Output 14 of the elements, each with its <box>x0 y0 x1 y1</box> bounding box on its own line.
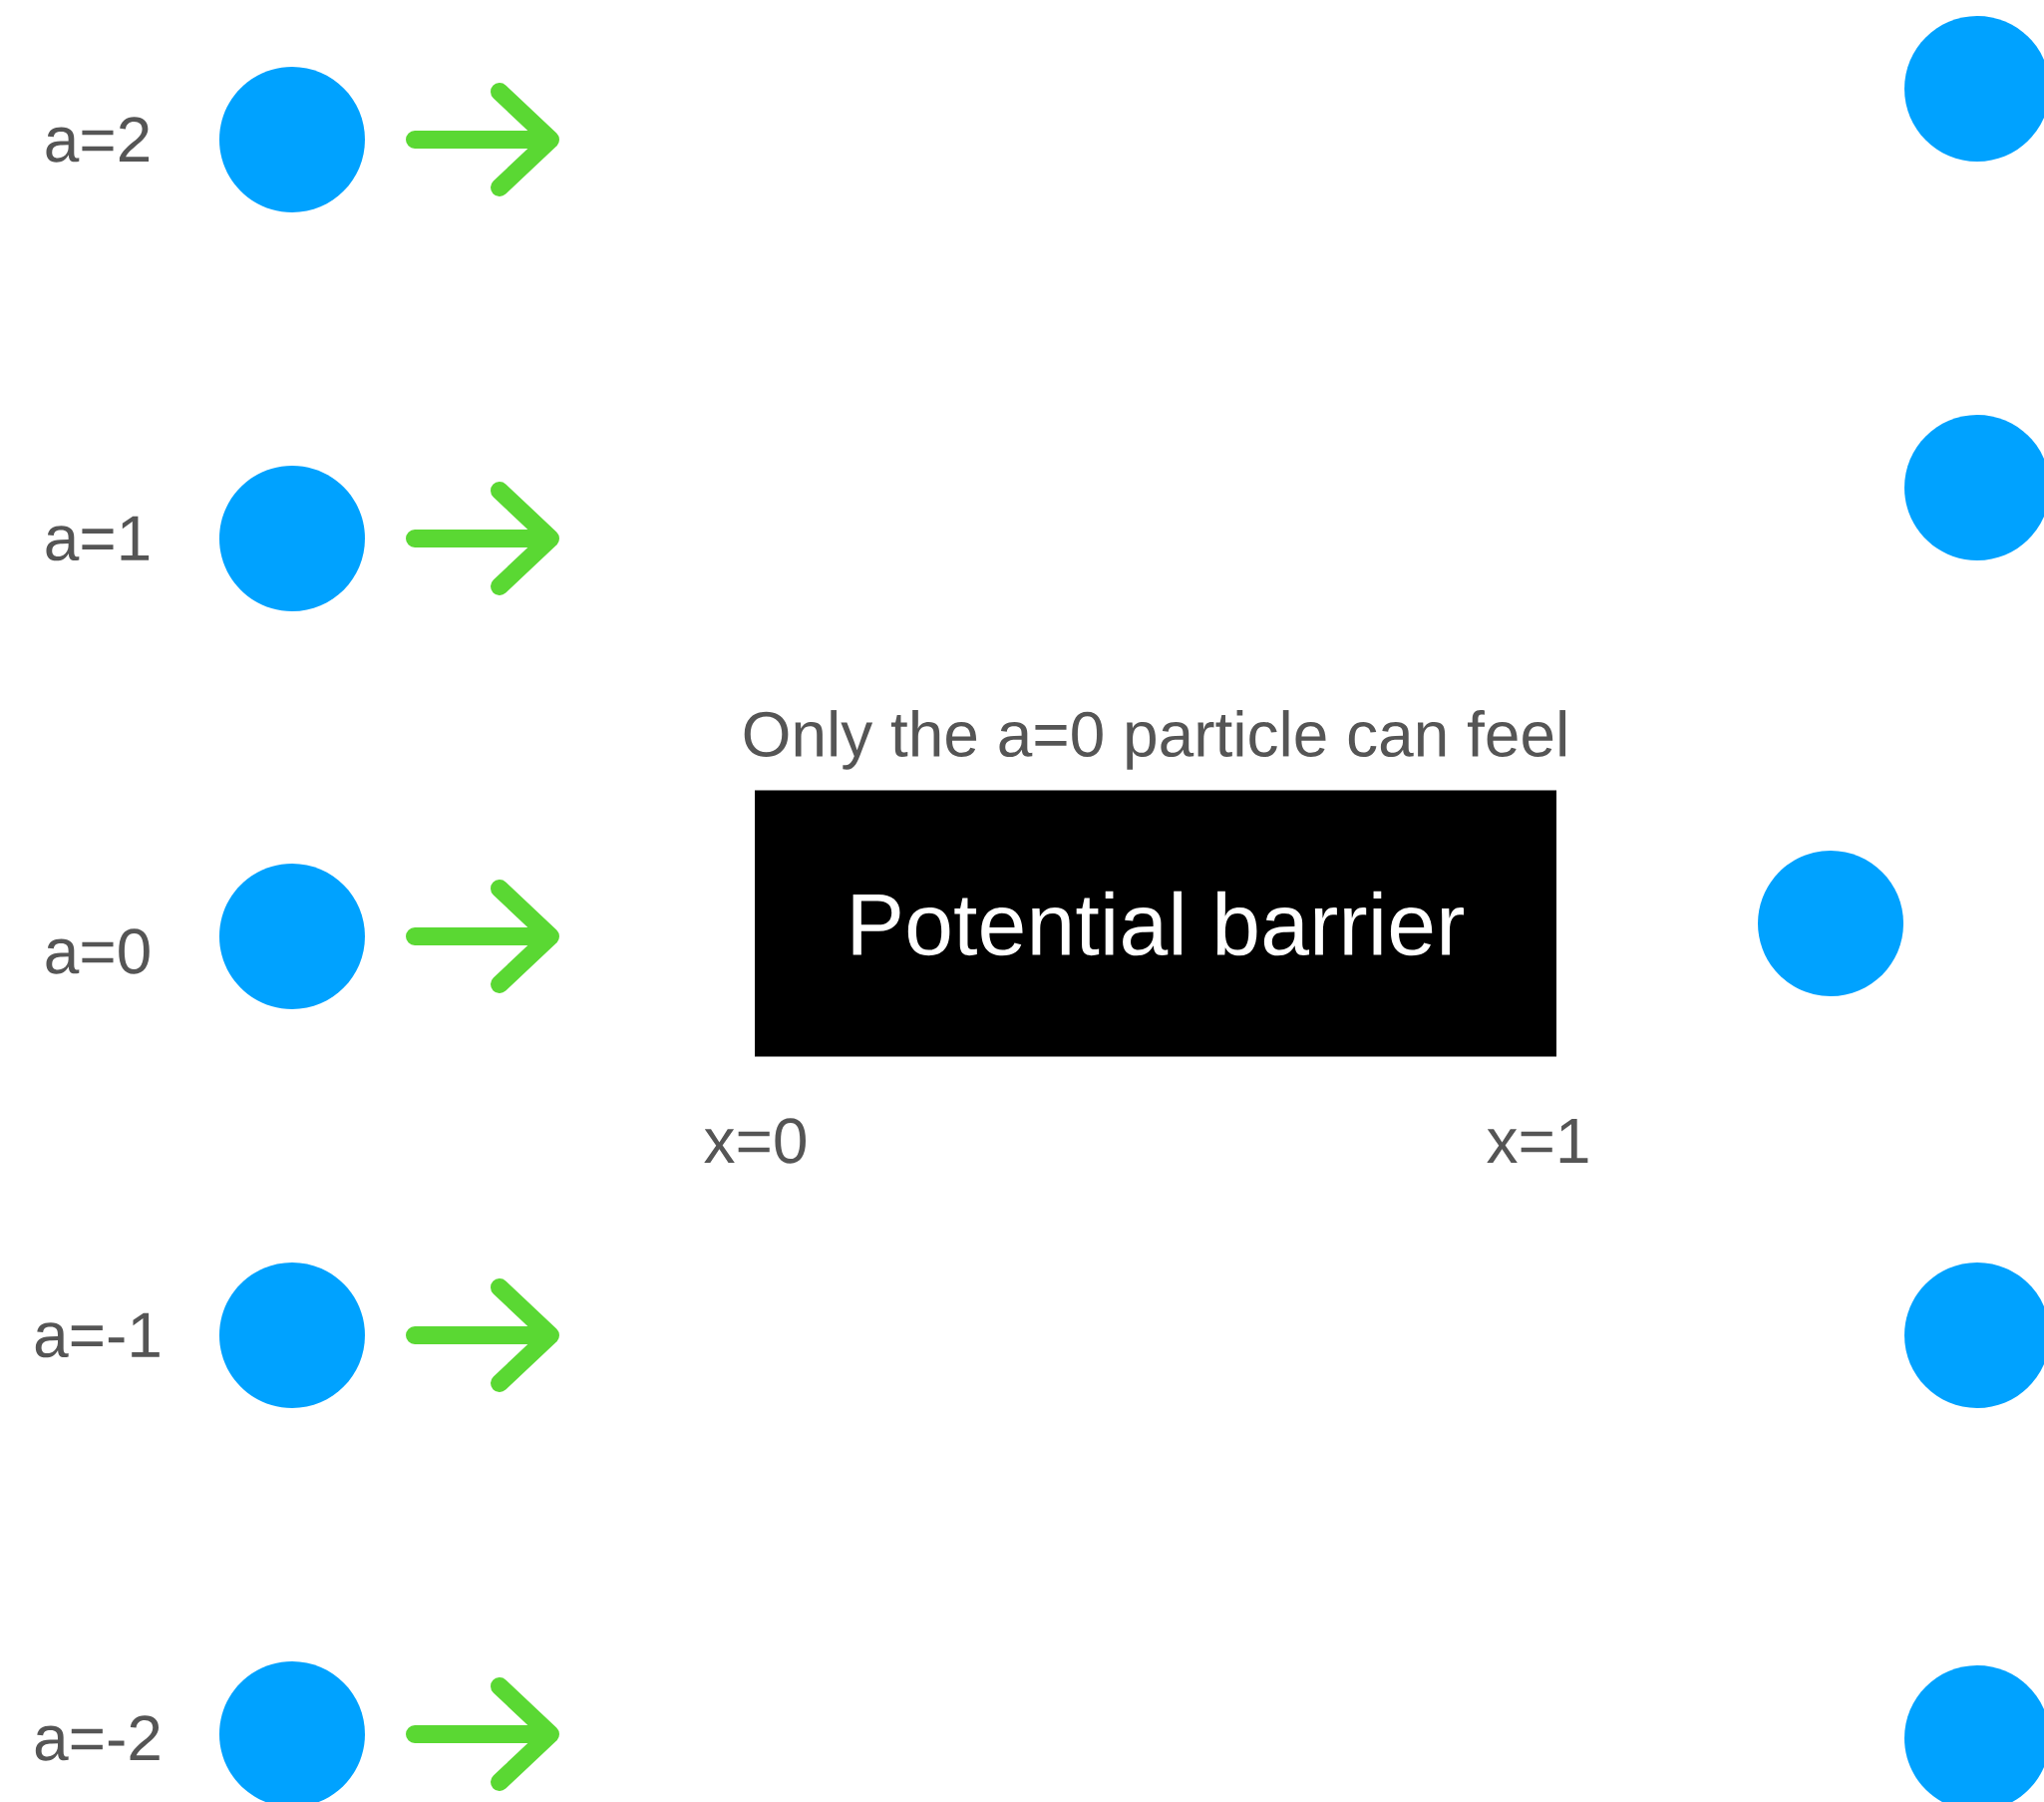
particle-circle <box>219 864 365 1009</box>
label: a=-2 <box>35 1715 160 1761</box>
label: a=0 <box>46 928 150 974</box>
particle-circle <box>219 466 365 611</box>
label: x=1 <box>1487 1119 1588 1163</box>
barrier-box: Potential barrier <box>755 790 1556 1057</box>
label: a=-1 <box>35 1312 160 1358</box>
particle-circle <box>1758 851 1903 996</box>
label: a=2 <box>46 117 150 163</box>
particle-circle <box>219 67 365 212</box>
heading: Only the a=0 particle can feel <box>744 710 1565 770</box>
label: a=1 <box>46 516 150 561</box>
label: x=0 <box>704 1118 806 1164</box>
particle-circle <box>219 1262 365 1408</box>
